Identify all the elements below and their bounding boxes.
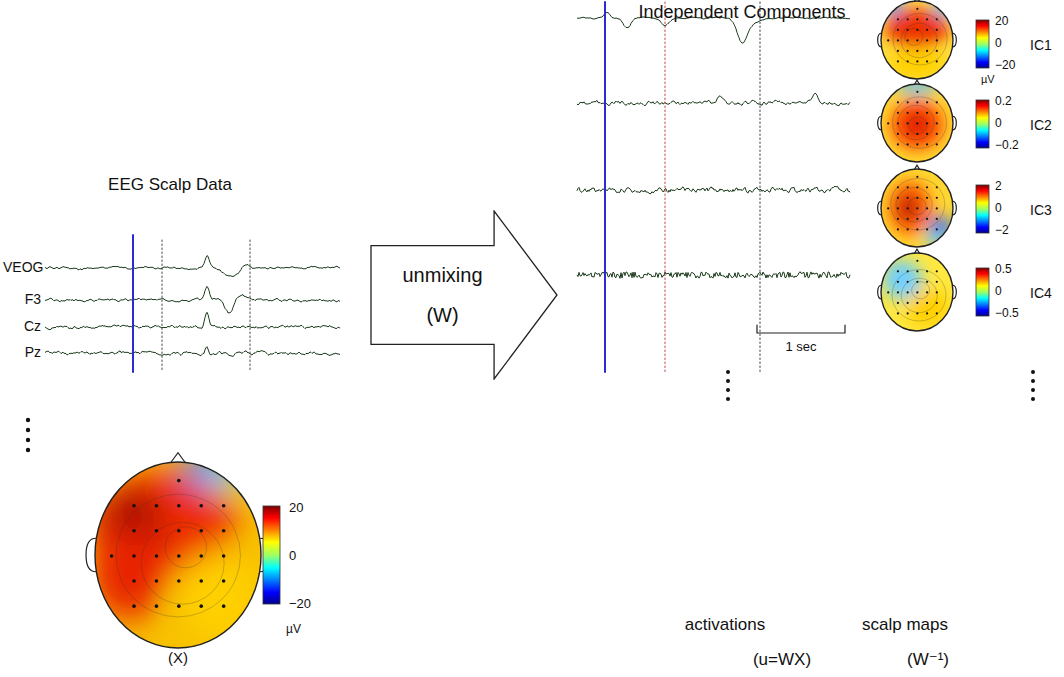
formula-label: (W⁻¹): [907, 651, 949, 670]
colorbar-tick: −2: [995, 224, 1009, 237]
scalp-map: [878, 249, 957, 331]
colorbar-tick: 0: [995, 117, 1002, 130]
colorbar-tick: 20: [289, 501, 303, 515]
colorbar-tick: −0.2: [995, 139, 1019, 152]
formula-label: (u=WX): [753, 651, 811, 670]
colorbar-unit: µV: [981, 73, 995, 85]
colorbar-tick: 0: [995, 285, 1002, 298]
channel-name: Pz: [25, 345, 41, 360]
eeg-trace: [45, 286, 340, 313]
eeg-trace: [577, 272, 850, 279]
scale-label: 1 sec: [785, 340, 816, 354]
component-name: IC3: [1030, 203, 1052, 218]
component-name: IC1: [1030, 38, 1052, 53]
matrix-label: (X): [168, 650, 188, 667]
panel-title: EEG Scalp Data: [108, 176, 232, 195]
eeg-trace: [577, 93, 850, 106]
scalp-map: [878, 165, 957, 247]
caption-label: activations: [685, 616, 765, 635]
eeg-trace: [45, 312, 340, 329]
colorbar-tick: 20: [995, 15, 1008, 28]
scalp-map: [86, 448, 270, 648]
colorbar-unit: µV: [286, 623, 301, 636]
panel-title: Independent Components: [638, 3, 845, 23]
channel-name: Cz: [24, 319, 41, 334]
colorbar-tick: −20: [289, 597, 311, 611]
component-name: IC2: [1030, 118, 1052, 133]
scalp-map: [878, 78, 957, 162]
eeg-trace: [577, 186, 850, 194]
colorbar-tick: 2: [995, 180, 1002, 193]
channel-name: VEOG: [3, 260, 43, 275]
scalp-map: [878, 0, 957, 79]
colorbar-tick: −0.5: [995, 307, 1019, 320]
colorbar-tick: −20: [995, 59, 1015, 72]
channel-name: F3: [25, 292, 41, 307]
colorbar-tick: 0: [289, 549, 296, 563]
arrow-shape: [370, 210, 558, 380]
arrow-label: unmixing (W): [393, 255, 493, 335]
caption-label: scalp maps: [862, 616, 948, 635]
component-name: IC4: [1030, 286, 1052, 301]
eeg-trace: [45, 347, 340, 357]
colorbar-tick: 0: [995, 202, 1002, 215]
colorbar-tick: 0: [995, 37, 1002, 50]
eeg-trace: [45, 256, 340, 277]
colorbar-tick: 0.2: [995, 95, 1012, 108]
colorbar-tick: 0.5: [995, 263, 1012, 276]
unmixing-arrow: unmixing (W): [370, 210, 558, 380]
